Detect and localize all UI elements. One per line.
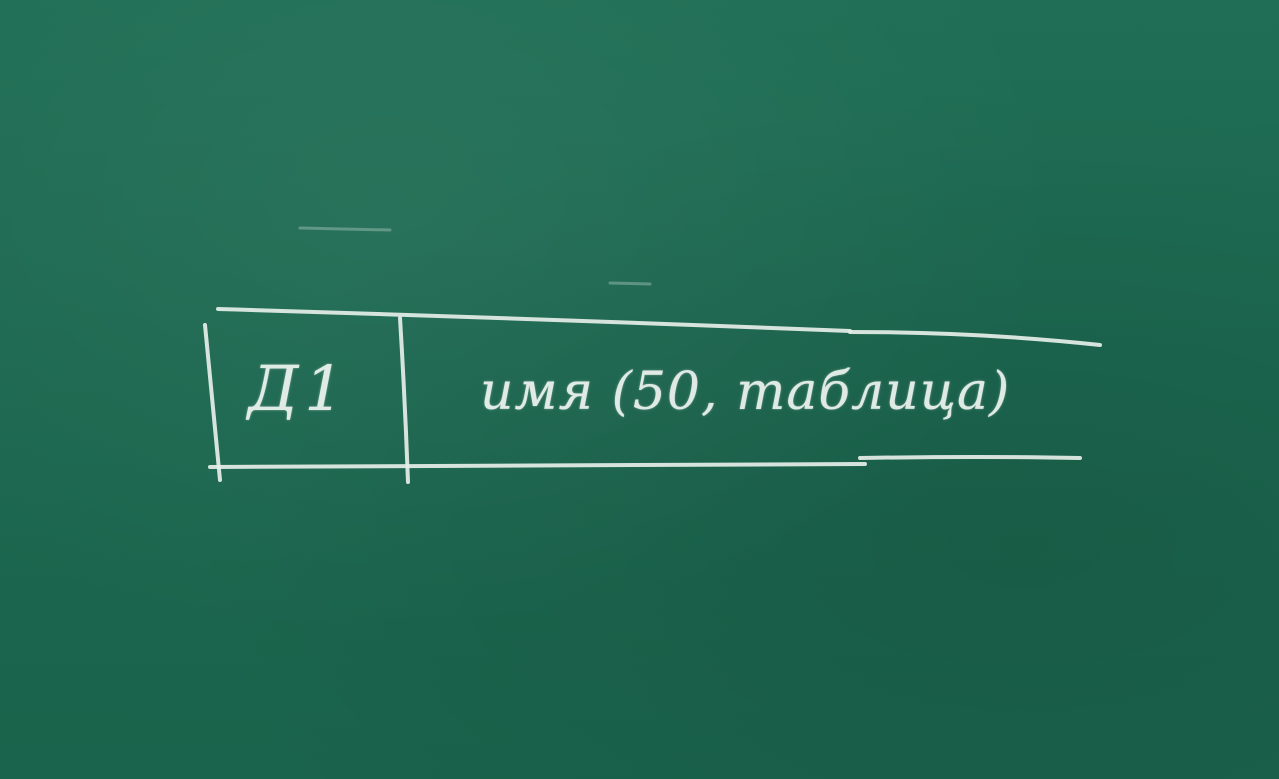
table-cell-description: имя (50, таблица) xyxy=(480,362,1011,422)
table-top-border-extension xyxy=(848,330,1102,347)
table-cell-id: Д1 xyxy=(248,352,350,425)
table-column-divider xyxy=(398,316,410,484)
table-top-border xyxy=(216,307,852,333)
chalk-smudge xyxy=(608,281,652,286)
table-bottom-border xyxy=(208,462,867,469)
table-left-border xyxy=(203,323,222,482)
table-bottom-border-extension xyxy=(858,455,1082,460)
chalk-smudge xyxy=(298,226,392,232)
